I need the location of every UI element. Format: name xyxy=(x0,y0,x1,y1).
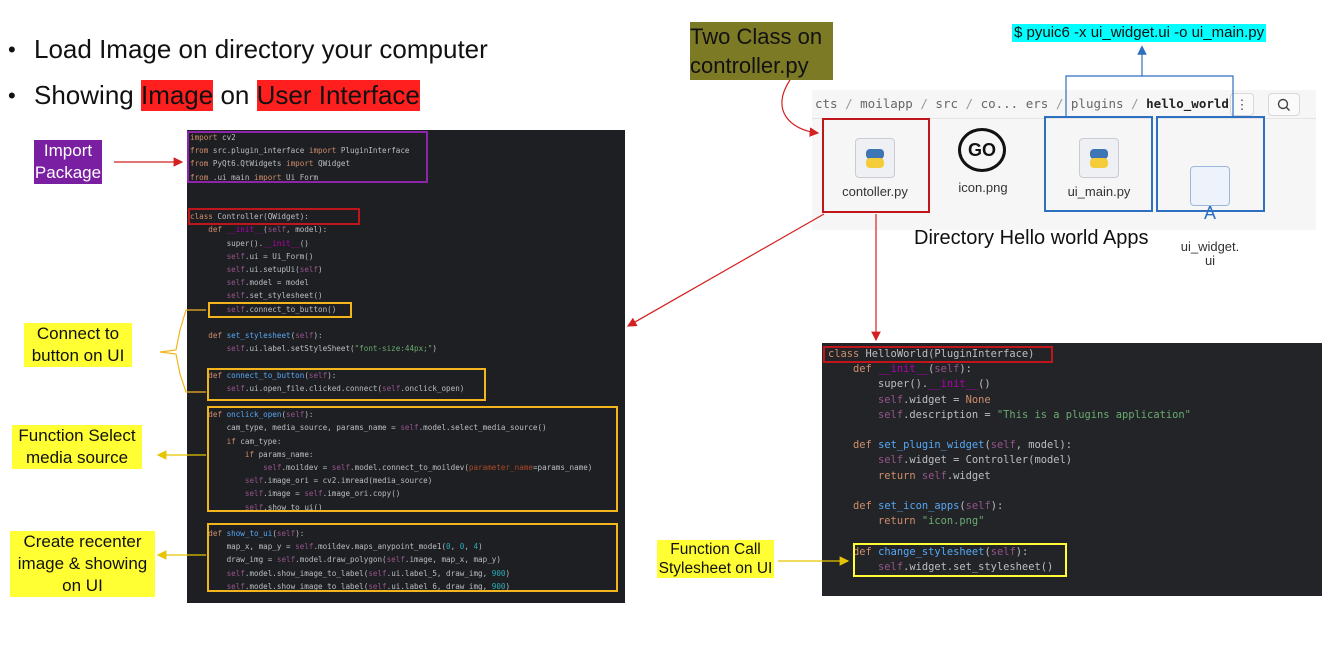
import-box xyxy=(187,131,428,183)
breadcrumb-segment[interactable]: cts xyxy=(815,96,838,111)
code-line: cam_type, media_source, params_name = se… xyxy=(190,423,547,433)
code-line: return "icon.png" xyxy=(878,515,985,528)
bullet-dot-icon: • xyxy=(8,82,16,108)
file-browser: cts / moilapp / src / co... ers / plugin… xyxy=(812,90,1316,230)
code-line: def set_icon_apps(self): xyxy=(853,500,1004,512)
highlight-user-interface: User Interface xyxy=(256,80,420,111)
code-line: if params_name: xyxy=(244,449,314,459)
code-line: self.connect_to_button() xyxy=(226,304,337,314)
code-line: if cam_type: xyxy=(226,436,282,446)
import-package-label: Import Package xyxy=(34,140,102,184)
search-icon xyxy=(1277,98,1290,111)
code-line: self.model.show_image_to_label(self.ui.l… xyxy=(226,581,511,591)
python-file-icon xyxy=(1079,138,1119,178)
breadcrumb-segment[interactable]: moilapp xyxy=(860,96,913,111)
connect-brace xyxy=(159,309,206,393)
ui-file-icon: A xyxy=(1190,166,1230,223)
connect-call-box xyxy=(208,302,352,318)
class-helloworld-box xyxy=(823,346,1053,363)
highlight-image: Image xyxy=(140,80,214,111)
code-line: def onclick_open(self): xyxy=(208,410,314,420)
create-recenter-label: Create recenter image & showing on UI xyxy=(10,531,155,597)
code-line: draw_img = self.model.draw_polygon(self.… xyxy=(190,555,501,565)
file-item-ui-main[interactable]: ui_main.py xyxy=(1046,138,1152,199)
file-name: contoller.py xyxy=(842,184,908,199)
search-button[interactable] xyxy=(1268,93,1300,116)
breadcrumb-segment[interactable]: co... ers xyxy=(980,96,1049,111)
code-line: self.ui.label.setStyleSheet("font-size:4… xyxy=(226,344,437,354)
code-line: from src.plugin_interface import PluginI… xyxy=(190,146,410,156)
onclick-open-box xyxy=(207,406,618,512)
file-name: ui_main.py xyxy=(1067,184,1131,199)
code-line: super().__init__() xyxy=(190,238,309,248)
code-line: super().__init__() xyxy=(828,378,991,391)
controller-file-box xyxy=(822,118,930,213)
helloworld-code-panel: class HelloWorld(PluginInterface) def __… xyxy=(822,343,1322,596)
code-line: import cv2 xyxy=(190,133,236,142)
breadcrumb-segment[interactable]: plugins xyxy=(1070,96,1124,111)
code-line: self.ui.open_file.clicked.connect(self.o… xyxy=(226,383,465,393)
code-line: def __init__(self): xyxy=(853,363,972,376)
code-line: def set_plugin_widget(self, model): xyxy=(853,439,1073,452)
code-line: def show_to_ui(self): xyxy=(208,529,305,538)
menu-button[interactable]: ⋮ xyxy=(1230,93,1254,116)
change-stylesheet-box xyxy=(853,543,1067,577)
file-browser-toolbar: cts / moilapp / src / co... ers / plugin… xyxy=(812,90,1316,119)
go-image-icon: GO xyxy=(954,128,1012,176)
bullet-showing-image: • Showing Image on User Interface xyxy=(8,80,420,111)
code-line: self.moildev = self.model.connect_to_moi… xyxy=(263,463,593,472)
show-to-ui-box xyxy=(207,523,618,592)
code-line: self.model = model xyxy=(226,278,309,288)
code-line: def __init__(self, model): xyxy=(208,225,328,235)
breadcrumb-segment[interactable]: src xyxy=(935,96,958,111)
file-name: icon.png xyxy=(958,180,1008,195)
connect-button-label: Connect to button on UI xyxy=(24,323,132,367)
code-line: class Controller(QWidget): xyxy=(190,212,309,222)
two-class-arrow xyxy=(781,79,820,137)
code-line: return self.widget xyxy=(878,469,991,482)
code-line: def change_stylesheet(self): xyxy=(853,545,1029,558)
function-select-label: Function Select media source xyxy=(12,425,142,469)
python-file-icon xyxy=(855,138,895,178)
code-line: self.widget = Controller(model) xyxy=(878,454,1072,467)
code-line: self.description = "This is a plugins ap… xyxy=(878,408,1191,421)
code-line: self.ui = Ui_Form() xyxy=(226,251,314,261)
code-line: self.image = self.image_ori.copy() xyxy=(244,489,401,499)
code-line: class HelloWorld(PluginInterface) xyxy=(828,348,1035,360)
breadcrumb: cts / moilapp / src / co... ers / plugin… xyxy=(815,96,1229,111)
code-line: map_x, map_y = self.moildev.maps_anypoin… xyxy=(190,542,483,552)
bullet-text-mid: on xyxy=(213,80,257,110)
file-item-controller[interactable]: contoller.py xyxy=(822,138,928,199)
code-line: def set_stylesheet(self): xyxy=(208,331,323,340)
two-class-label: Two Class on controller.py xyxy=(690,22,833,80)
code-line: self.show_to_ui() xyxy=(244,502,323,512)
bullet-text: Showing xyxy=(34,80,141,110)
code-line: self.ui.setupUi(self) xyxy=(226,265,323,274)
code-line: self.model.show_image_to_label(self.ui.l… xyxy=(226,568,511,578)
connect-function-box xyxy=(207,368,486,401)
file-item-ui-widget[interactable]: A ui_widget. ui xyxy=(1158,138,1262,282)
pyuic-bracket xyxy=(1065,75,1234,116)
function-call-label: Function Call Stylesheet on UI xyxy=(657,540,774,578)
ui-widget-file-box xyxy=(1156,116,1265,212)
ui-main-file-box xyxy=(1044,116,1153,212)
breadcrumb-segment[interactable]: hello_world xyxy=(1146,96,1229,111)
file-name: ui_widget. ui xyxy=(1180,239,1240,268)
code-line: self.widget.set_stylesheet() xyxy=(878,560,1054,573)
code-line: self.image_ori = cv2.imread(media_source… xyxy=(244,476,433,486)
bullet-dot-icon: • xyxy=(8,36,16,62)
class-controller-box xyxy=(188,208,360,225)
code-line: from .ui_main import Ui_Form xyxy=(190,172,319,182)
directory-caption: Directory Hello world Apps xyxy=(914,227,1149,249)
code-line: from PyQt6.QtWidgets import QWidget xyxy=(190,159,351,169)
pyuic-command-label: $ pyuic6 -x ui_widget.ui -o ui_main.py xyxy=(1012,24,1267,42)
bullet-text: Load Image on directory your computer xyxy=(34,34,488,64)
code-line: def connect_to_button(self): xyxy=(208,370,337,380)
file-item-icon-png[interactable]: GO icon.png xyxy=(930,128,1036,195)
bullet-load-image: • Load Image on directory your computer xyxy=(8,34,488,65)
code-line: self.set_stylesheet() xyxy=(226,291,323,301)
code-line: self.widget = None xyxy=(878,393,991,406)
controller-to-code-arrow xyxy=(626,213,825,327)
